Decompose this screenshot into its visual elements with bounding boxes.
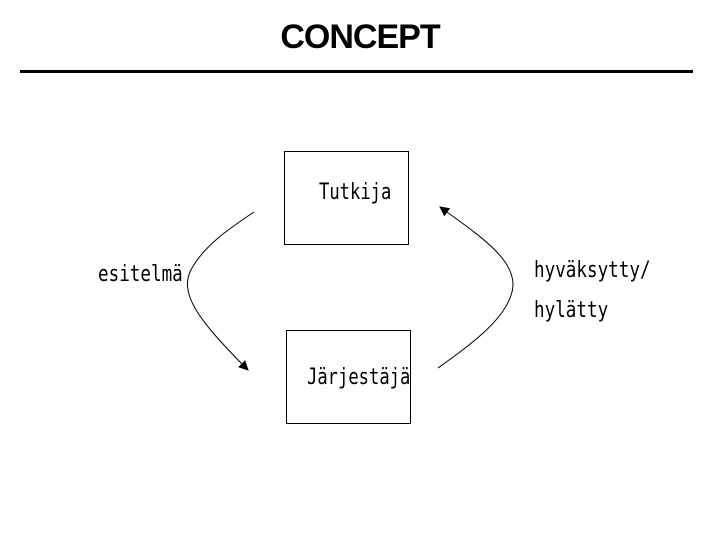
page-title: CONCEPT bbox=[280, 18, 440, 56]
hyvaksytty-label: hyväksytty/ bbox=[534, 258, 651, 283]
hylatty-label: hylätty bbox=[534, 298, 609, 323]
tutkija-box: Tutkija bbox=[284, 151, 409, 245]
esitelma-label: esitelmä bbox=[98, 262, 183, 287]
title-divider bbox=[20, 70, 693, 73]
jarjestaja-label: Järjestäjä bbox=[307, 365, 411, 390]
left-arrow-path bbox=[187, 211, 255, 371]
tutkija-label: Tutkija bbox=[319, 180, 392, 205]
right-arrow-path bbox=[437, 206, 514, 369]
jarjestaja-box: Järjestäjä bbox=[286, 330, 411, 424]
